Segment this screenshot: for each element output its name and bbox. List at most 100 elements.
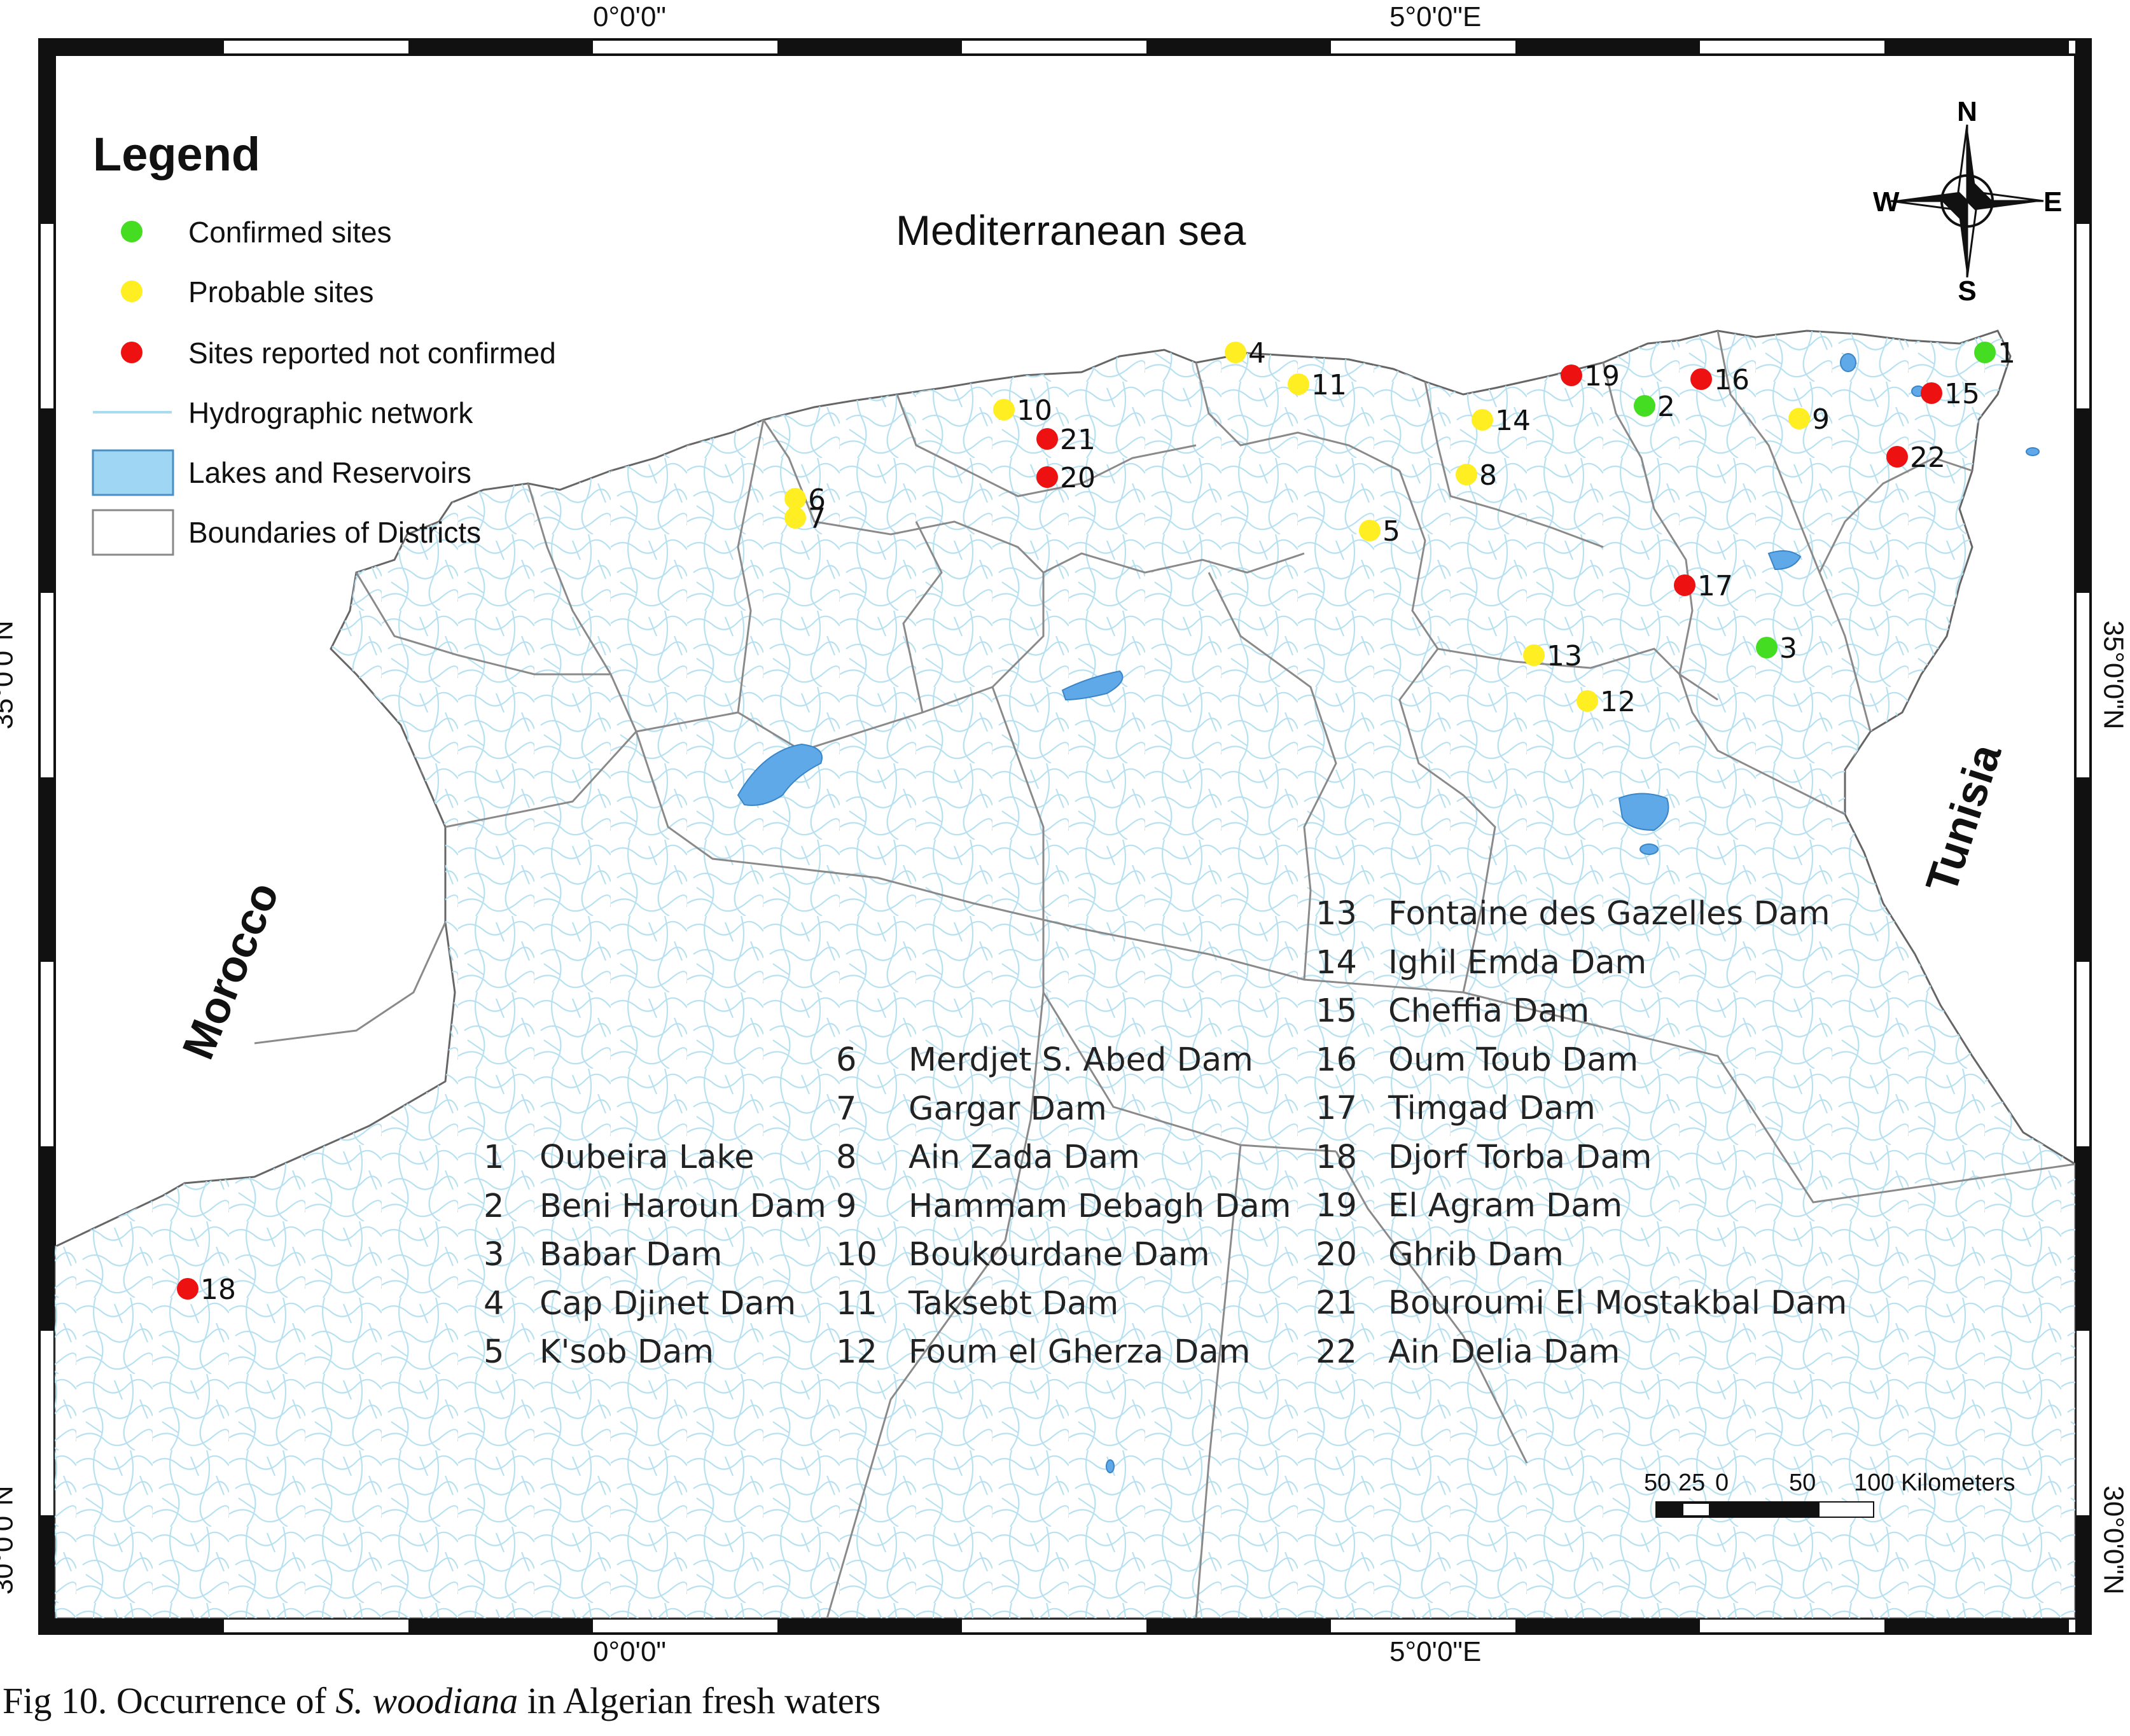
caption-prefix: Fig 10. Occurrence of [3,1680,336,1721]
coord-lat-30-right: 30°0'0"N [2098,1485,2129,1595]
frame-tick [1884,1618,2069,1634]
scale-label-3: 0 [1715,1469,1729,1496]
legend-box-districts [92,509,174,556]
site-marker-22[interactable] [1886,446,1908,468]
site-marker-label-14: 14 [1495,405,1531,437]
site-marker-14[interactable] [1472,409,1493,431]
site-marker-9[interactable] [1788,408,1810,429]
frame-tick [2075,1146,2091,1331]
site-marker-label-1: 1 [1998,337,2015,370]
site-marker-19[interactable] [1561,365,1582,386]
legend-label-confirmed: Confirmed sites [188,216,392,249]
frame-tick [2075,777,2091,962]
legend-label-not-confirmed: Sites reported not confirmed [188,337,556,370]
site-marker-3[interactable] [1756,637,1778,658]
site-marker-17[interactable] [1674,574,1695,596]
site-marker-label-18: 18 [200,1274,236,1306]
coord-top-left: 0°0'0" [593,1,667,32]
site-marker-label-8: 8 [1479,459,1497,492]
scale-label-2: 25 [1678,1469,1705,1496]
legend-box-lakes [92,449,174,496]
frame-tick [39,39,55,224]
site-marker-label-10: 10 [1017,394,1052,427]
site-marker-11[interactable] [1288,373,1309,395]
lakes-and-reservoirs [737,353,2040,1473]
frame-tick [39,1146,55,1331]
scale-bar-labels: 50 25 0 50 100 Kilometers [1644,1469,2015,1496]
sea-label: Mediterranean sea [896,207,1246,254]
site-marker-21[interactable] [1036,428,1058,450]
site-marker-2[interactable] [1634,395,1655,417]
site-marker-20[interactable] [1036,466,1058,488]
caption-species: S. woodiana [335,1680,519,1721]
site-marker-label-21: 21 [1060,424,1096,456]
legend-label-districts: Boundaries of Districts [188,516,482,549]
site-marker-label-16: 16 [1714,364,1750,396]
frame-tick [777,39,962,55]
site-marker-label-4: 4 [1248,337,1266,370]
figure-caption: Fig 10. Occurrence of S. woodiana in Alg… [3,1679,881,1722]
scale-bar [1655,1501,1874,1518]
site-marker-6[interactable] [784,488,806,510]
coord-top-right: 5°0'0"E [1389,1,1482,32]
legend-label-lakes: Lakes and Reservoirs [188,456,471,489]
site-marker-1[interactable] [1974,342,1996,363]
site-marker-5[interactable] [1359,520,1381,541]
site-marker-16[interactable] [1690,368,1712,390]
coord-bottom-left: 0°0'0" [593,1636,667,1667]
frame-tick [39,39,224,55]
coord-bottom-right: 5°0'0"E [1389,1636,1482,1667]
site-marker-label-9: 9 [1812,403,1830,436]
legend-dot-confirmed [121,221,143,242]
site-marker-4[interactable] [1225,342,1246,363]
compass-e-label: E [2043,186,2062,218]
legend-label-hydro: Hydrographic network [188,396,473,429]
scale-label-4: 50 [1789,1469,1816,1496]
frame-tick [39,1515,55,1634]
frame-tick [777,1618,962,1634]
frame-tick [408,39,593,55]
frame-tick [1515,39,1700,55]
compass-s-label: S [1958,275,1976,307]
site-marker-label-12: 12 [1600,686,1636,718]
site-marker-7[interactable] [784,507,806,529]
compass-w-label: W [1873,186,1900,218]
frame-tick [39,777,55,962]
site-marker-10[interactable] [993,399,1015,420]
frame-tick [1884,39,2069,55]
site-marker-label-6: 6 [808,483,826,516]
site-marker-label-11: 11 [1311,369,1347,401]
site-marker-8[interactable] [1456,464,1477,485]
site-marker-label-15: 15 [1944,378,1980,410]
frame-tick [39,408,55,593]
frame-tick [1515,1618,1700,1634]
compass-n-label: N [1957,96,1977,127]
site-marker-label-2: 2 [1657,391,1675,423]
site-marker-12[interactable] [1577,690,1598,712]
compass-rose [1890,124,2044,278]
coord-lat-30-left: 30°0'0"N [0,1485,19,1595]
frame-tick [2075,39,2091,224]
site-marker-label-13: 13 [1547,640,1582,672]
frame-tick [408,1618,593,1634]
legend-title: Legend [93,128,261,181]
site-marker-label-7: 7 [808,503,826,535]
site-marker-18[interactable] [177,1278,198,1300]
legend-dot-not-confirmed [121,342,143,363]
legend-symbols [92,221,174,556]
site-marker-13[interactable] [1523,644,1545,666]
map-frame-graticule [39,39,2091,1634]
site-marker-label-19: 19 [1584,360,1620,392]
frame-tick [2075,408,2091,593]
frame-tick [2075,1515,2091,1634]
site-marker-15[interactable] [1921,382,1942,404]
scale-label-5: 100 Kilometers [1854,1469,2015,1496]
legend-dot-probable [121,281,143,302]
scale-label-1: 50 [1644,1469,1671,1496]
district-boundaries [254,330,2075,1618]
hydrographic-network [55,331,2075,1618]
legend-label-probable: Probable sites [188,275,374,309]
site-marker-label-20: 20 [1060,462,1096,494]
site-marker-label-5: 5 [1382,515,1400,548]
site-marker-label-3: 3 [1779,632,1797,665]
